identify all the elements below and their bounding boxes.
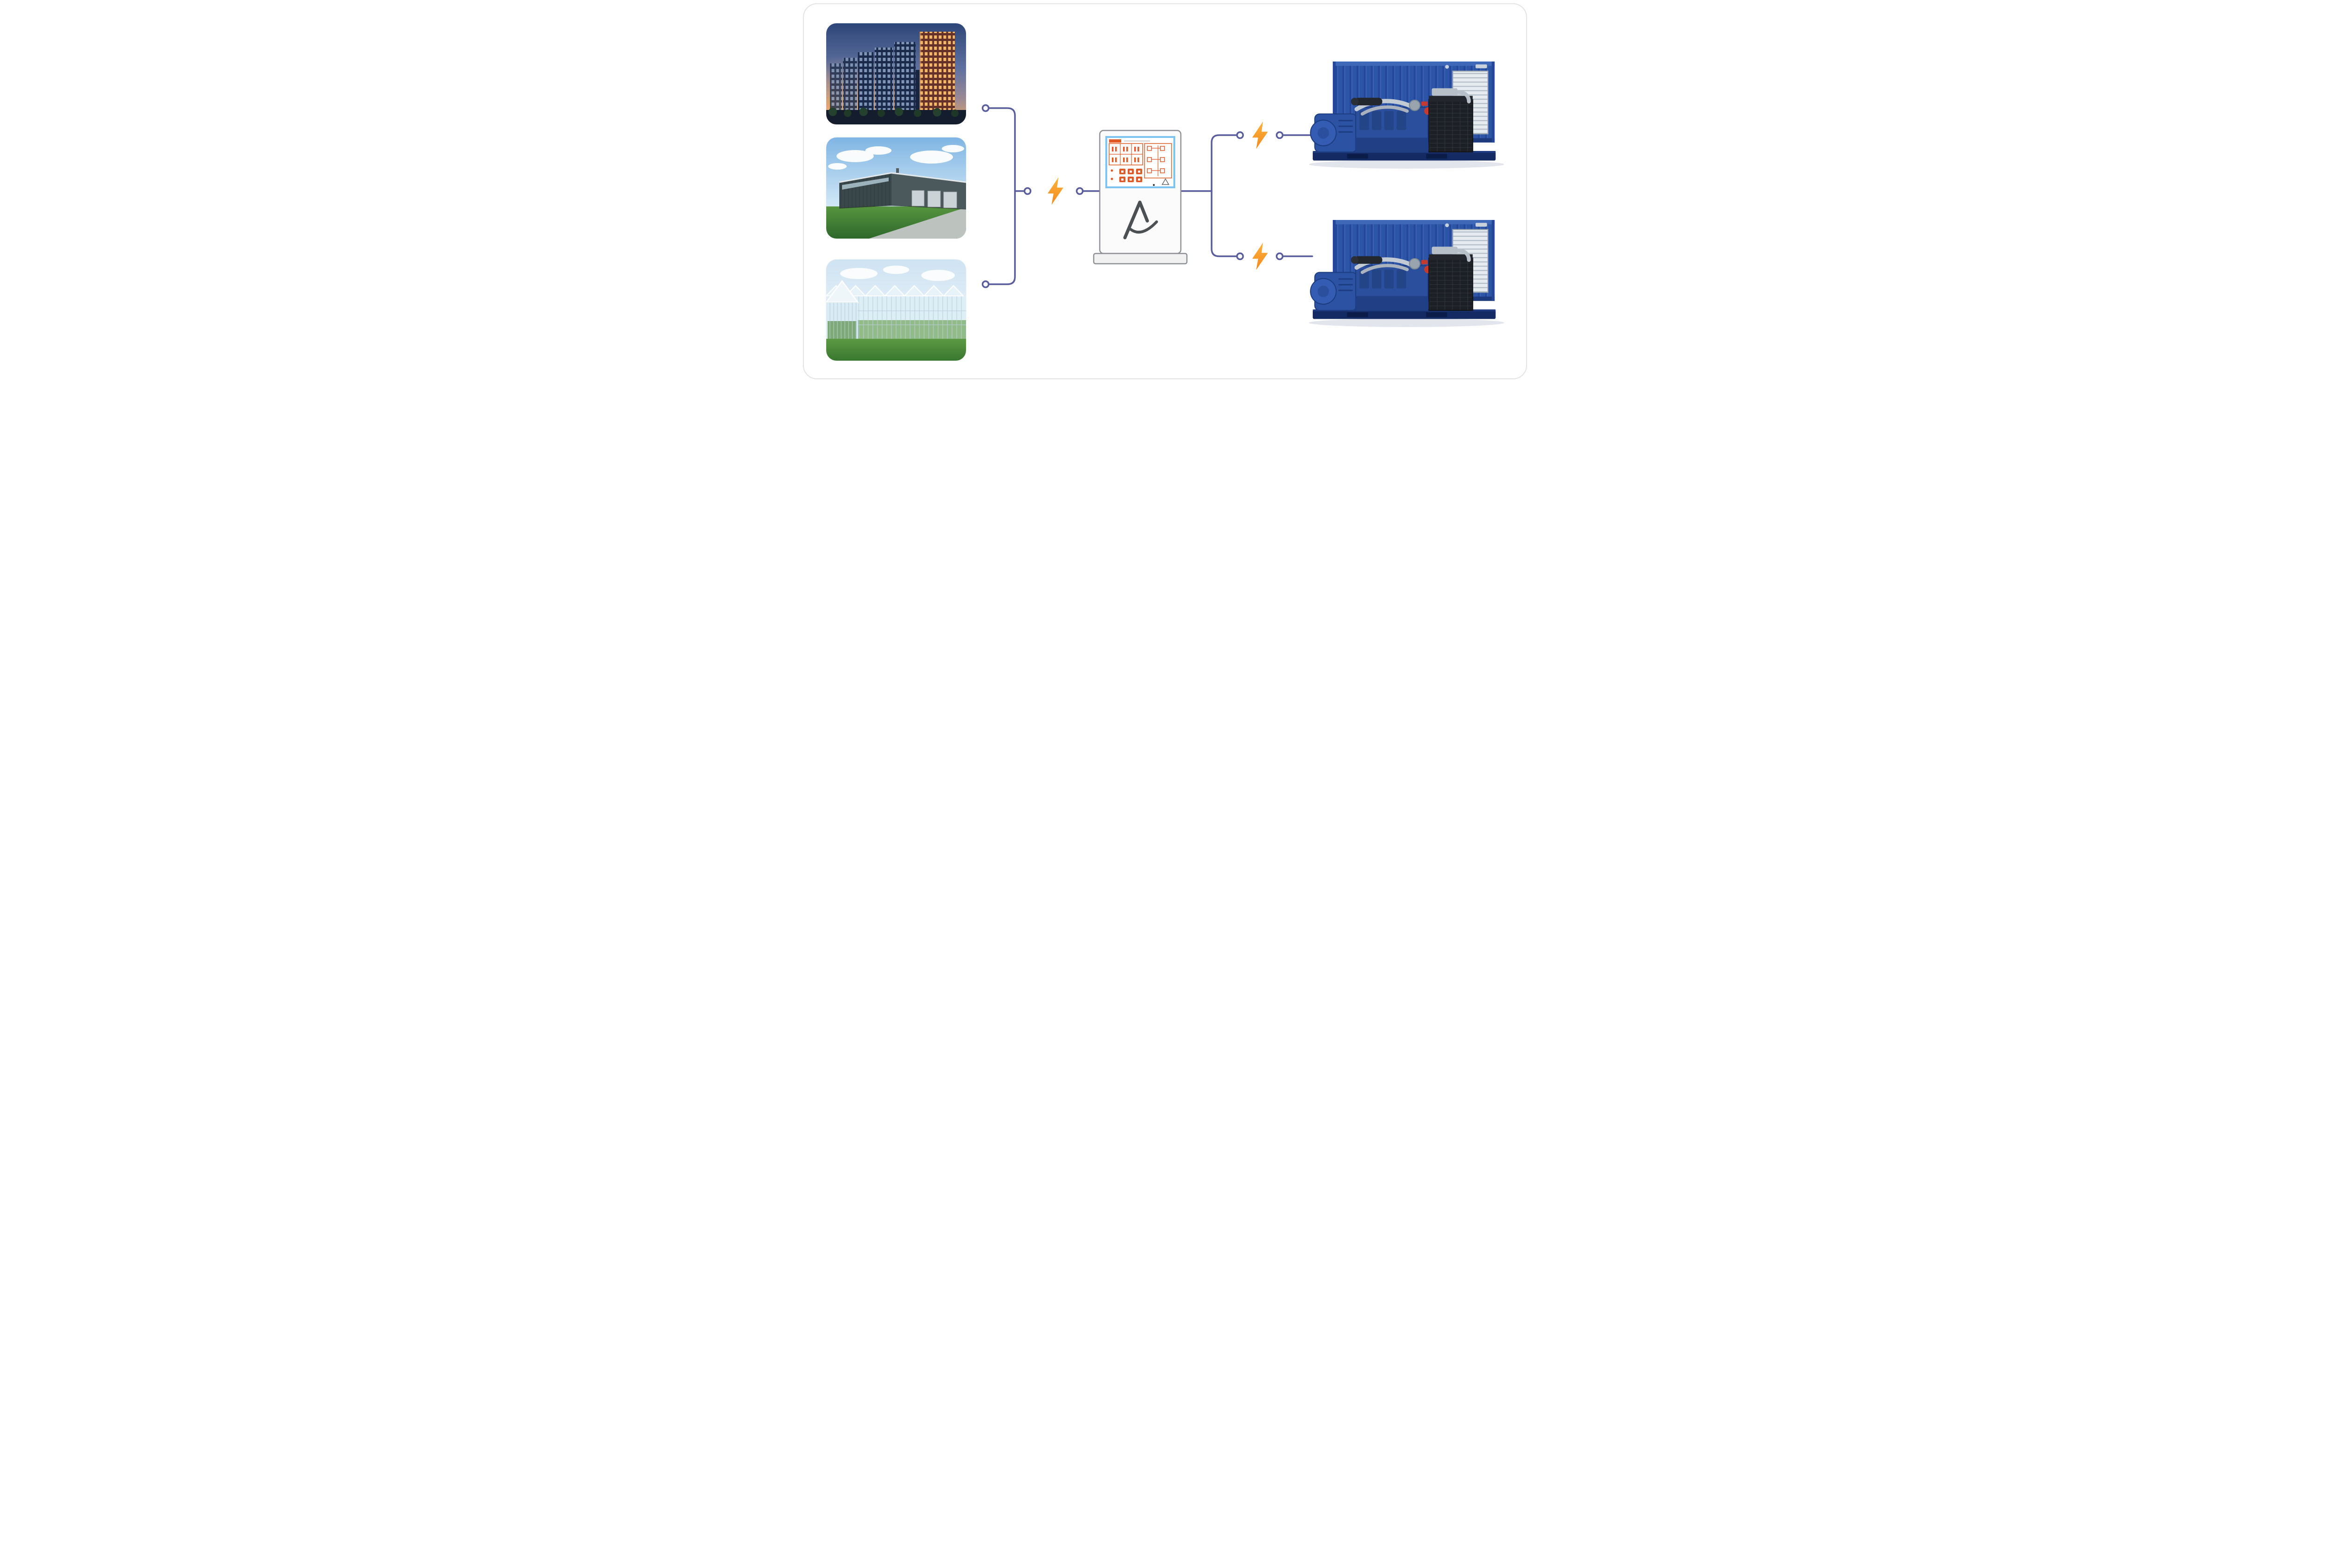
meadow bbox=[826, 339, 966, 361]
window-band bbox=[842, 178, 889, 190]
diagram-stage bbox=[800, 0, 1530, 383]
panel-buttons bbox=[1110, 169, 1170, 186]
genset-controller-panel bbox=[1105, 136, 1175, 188]
warehouse-building bbox=[839, 168, 966, 210]
greenhouse-complex-photo bbox=[826, 260, 966, 361]
street-and-trees bbox=[826, 108, 966, 124]
control-cabinet bbox=[1093, 130, 1188, 265]
brand-logo bbox=[1123, 200, 1158, 240]
garage-door bbox=[943, 192, 957, 208]
containerized-genset-1 bbox=[1285, 58, 1509, 172]
containerized-genset-2 bbox=[1285, 216, 1509, 330]
clouds bbox=[840, 266, 955, 281]
residential-buildings-photo bbox=[826, 23, 966, 124]
cabinet-base bbox=[1093, 253, 1188, 265]
apartment-towers bbox=[830, 32, 955, 114]
clouds bbox=[828, 145, 964, 170]
industrial-building-photo bbox=[826, 137, 966, 239]
glasshouse-range bbox=[826, 280, 966, 342]
brick-tower bbox=[919, 32, 955, 114]
meter-displays bbox=[1109, 143, 1143, 165]
garage-door bbox=[927, 191, 941, 207]
warning-triangle-icon bbox=[1161, 178, 1170, 185]
mimic-diagram bbox=[1144, 143, 1172, 178]
garage-door bbox=[911, 190, 925, 206]
concrete-apron bbox=[869, 207, 966, 239]
